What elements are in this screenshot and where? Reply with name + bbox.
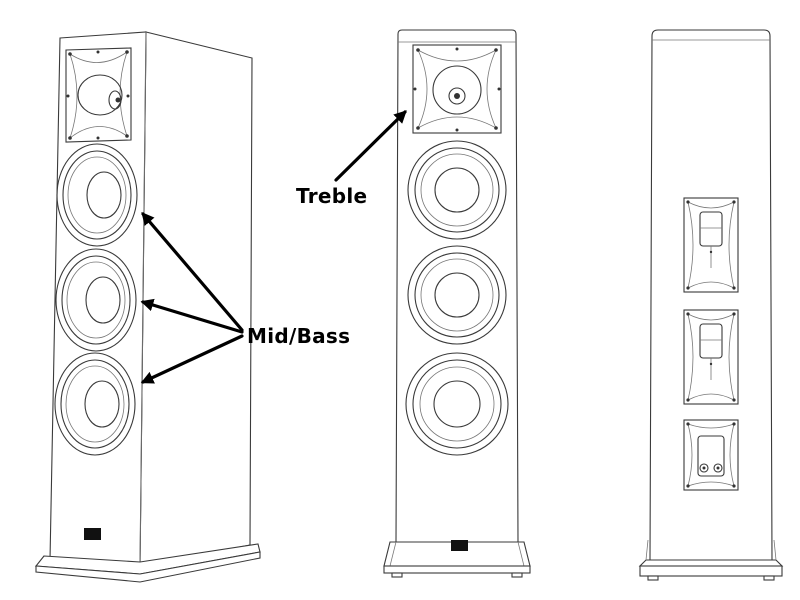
woofer-2	[55, 248, 137, 352]
brand-badge	[84, 528, 101, 540]
speaker-terminal	[683, 419, 739, 491]
woofer-3	[54, 352, 136, 456]
bass-port-2	[683, 309, 739, 405]
brand-badge	[451, 540, 468, 551]
cabinet-rear	[649, 29, 773, 561]
midbass-arrow-top	[141, 212, 244, 332]
woofer-2	[407, 245, 507, 345]
speaker-front-view	[383, 29, 531, 578]
woofer-1	[407, 140, 507, 240]
tweeter-unit	[65, 47, 132, 143]
woofer-3	[405, 352, 509, 456]
cabinet-side-panel	[139, 31, 253, 567]
cabinet-front	[395, 29, 519, 543]
woofer-1	[56, 143, 138, 247]
midbass-arrow-middle	[140, 298, 244, 334]
bass-port-1	[683, 197, 739, 293]
midbass-arrow-bottom	[140, 334, 244, 384]
treble-label: Treble	[296, 184, 368, 208]
cabinet-plinth	[639, 565, 783, 577]
tweeter-unit	[412, 44, 502, 134]
treble-arrow	[334, 110, 407, 182]
speaker-rear-view	[638, 29, 784, 581]
speaker-angled-view	[34, 31, 261, 583]
mid-bass-label: Mid/Bass	[247, 324, 351, 348]
plinth-edge	[35, 551, 261, 583]
